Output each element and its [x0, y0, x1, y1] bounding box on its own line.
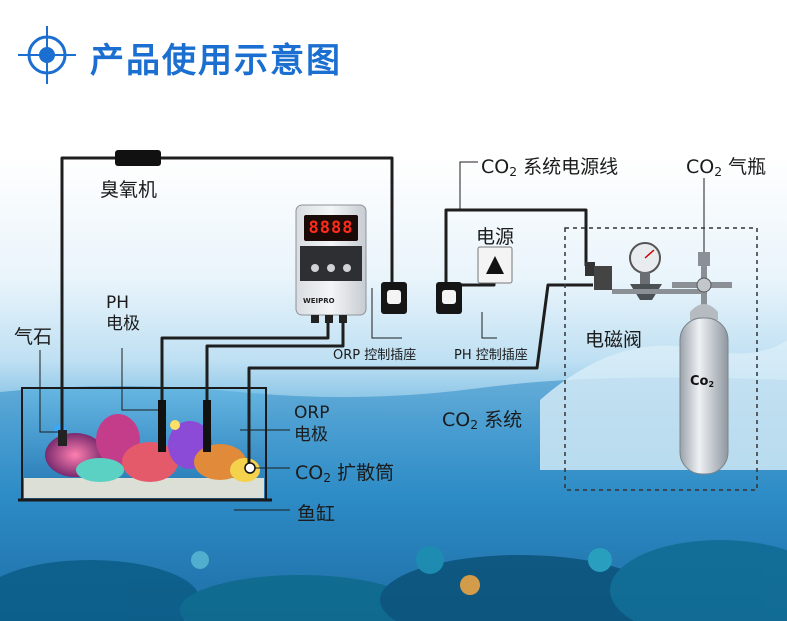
- ozone-generator-label: 臭氧机: [100, 179, 158, 201]
- controller-display: 8888: [308, 218, 354, 238]
- power-outlet-icon: [477, 246, 513, 284]
- page-title: 产品使用示意图: [90, 41, 342, 81]
- co2-system-box: [564, 227, 758, 491]
- crosshair-icon: [18, 26, 76, 84]
- leader-lines: [39, 161, 705, 511]
- air-stone-label: 气石: [14, 326, 53, 348]
- co2-cylinder: [679, 304, 729, 475]
- orp-electrode: [203, 400, 211, 452]
- co2-power-line-label: CO2 系统电源线: [481, 156, 619, 180]
- ph-socket-label: PH 控制插座: [454, 348, 528, 363]
- orp-socket-label: ORP 控制插座: [333, 348, 417, 363]
- co2-system-label: CO2 系统: [442, 409, 523, 433]
- power-cables: [60, 156, 593, 470]
- cylinder-label: Co2: [690, 374, 715, 389]
- ph-electrode: [158, 400, 166, 452]
- controller-unit: [295, 204, 367, 323]
- diffuser-label: CO2 扩散筒: [295, 462, 395, 486]
- controller-brand: WEIPRO: [303, 297, 335, 305]
- air-stone: [58, 430, 67, 446]
- power-label: 电源: [476, 226, 515, 248]
- co2-diffuser: [244, 462, 256, 474]
- co2-bottle-label: CO2 气瓶: [686, 156, 767, 180]
- ozone-generator: [115, 150, 161, 166]
- orp-control-socket: [381, 282, 407, 314]
- solenoid-valve: [585, 262, 612, 290]
- pressure-gauge-icon: [612, 242, 702, 300]
- solenoid-valve-label: 电磁阀: [585, 329, 643, 351]
- ph-control-socket: [436, 282, 462, 314]
- cylinder-valve: [672, 252, 732, 312]
- tank-label: 鱼缸: [297, 503, 336, 525]
